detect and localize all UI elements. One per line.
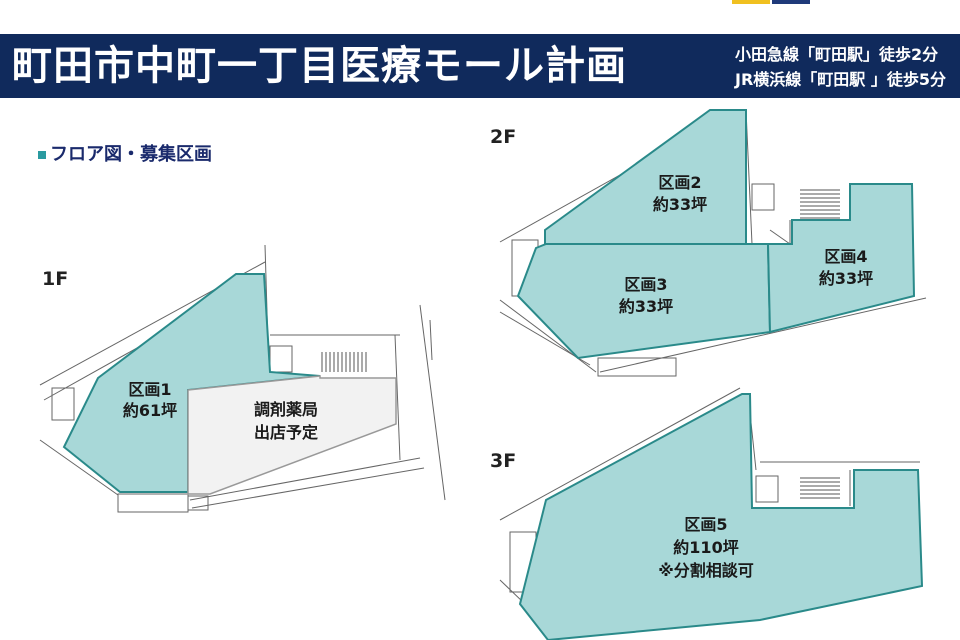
zone-3-area-text: 約33坪 [619,297,673,316]
pharmacy-name: 調剤薬局 [254,400,318,419]
section-heading: フロア図・募集区画 [38,140,212,166]
zone-1-area [62,273,321,493]
zone-4-name: 区画4 [824,247,867,266]
section-heading-text: フロア図・募集区画 [50,144,212,165]
zone-2-area [544,109,747,248]
zone-5-area-text: 約110坪 [673,538,738,557]
access-line-odakyu: 小田急線「町田駅」徒歩2分 [735,45,939,64]
floor-label-3f: 3F [490,450,517,472]
zone-4-area [766,183,916,334]
stair-3f-icon [800,477,840,499]
stair-2f-icon [800,189,840,219]
top-strip [0,0,960,34]
logo-yellow-bar [732,0,770,4]
zone-1-area-text: 約61坪 [123,401,177,420]
zone-5-note: ※分割相談可 [658,561,754,580]
pharmacy-area [187,375,397,495]
access-line-jr: JR横浜線「町田駅 」徒歩5分 [735,70,946,89]
pharmacy-note: 出店予定 [254,423,318,442]
floor-label-1f: 1F [42,268,69,290]
zone-4-area-text: 約33坪 [819,269,873,288]
zone-2-name: 区画2 [658,173,701,192]
page-title: 町田市中町一丁目医療モール計画 [12,43,627,89]
square-bullet-icon [38,151,46,159]
zone-2-area-text: 約33坪 [653,195,707,214]
stair-1f-icon [321,352,367,372]
zone-5-area [518,393,924,640]
logo-blue-bar [772,0,810,4]
floor-label-2f: 2F [490,126,517,148]
access-info: 小田急線「町田駅」徒歩2分 JR横浜線「町田駅 」徒歩5分 [735,42,946,92]
zone-1-name: 区画1 [128,380,171,399]
zone-3-name: 区画3 [624,275,667,294]
header-banner: 町田市中町一丁目医療モール計画 小田急線「町田駅」徒歩2分 JR横浜線「町田駅 … [0,34,960,98]
zone-5-name: 区画5 [684,515,727,534]
